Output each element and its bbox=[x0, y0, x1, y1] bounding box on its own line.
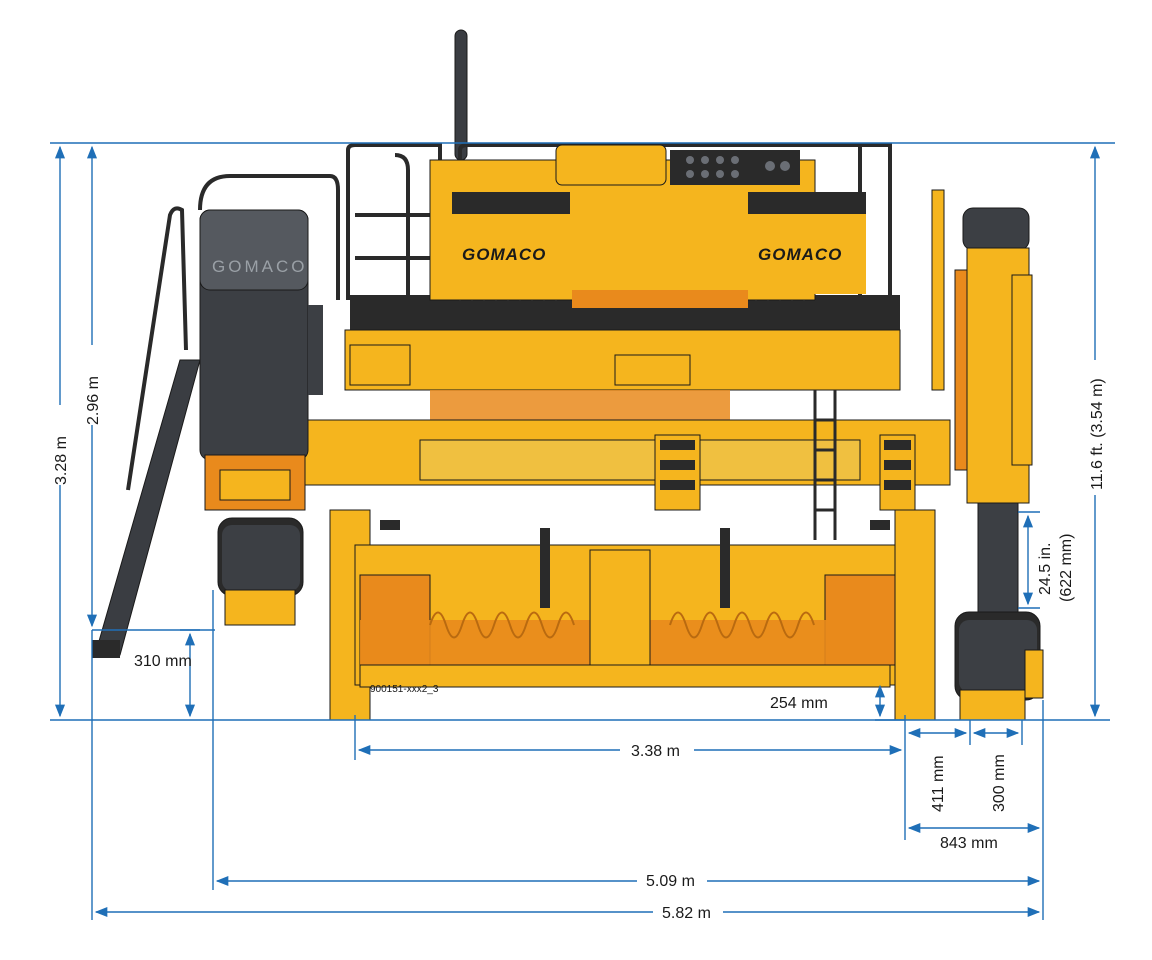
brand-label-right: GOMACO bbox=[758, 245, 842, 264]
track-width-label: 300 mm bbox=[991, 754, 1008, 812]
left-leg: GOMACO bbox=[199, 209, 323, 626]
height-ft-label: 11.6 ft. (3.54 m) bbox=[1089, 378, 1106, 490]
hopper-label: GOMACO bbox=[212, 257, 307, 276]
ground-clearance-label: 254 mm bbox=[770, 695, 828, 712]
leg-travel-label: 24.5 in. bbox=[1037, 543, 1054, 595]
leg-travel-mm-label: (622 mm) bbox=[1058, 534, 1075, 602]
dimension-labels: 3.28 m 2.96 m 310 mm 11.6 ft. (3.54 m) 2… bbox=[52, 345, 1106, 922]
overall-width-label: 5.82 m bbox=[662, 905, 711, 922]
right-leg bbox=[931, 189, 1044, 721]
mold-assembly: 900151-xxx2_3 bbox=[329, 509, 936, 721]
ladder-clearance-label: 310 mm bbox=[134, 653, 192, 670]
main-frame bbox=[299, 329, 951, 540]
offset-a-label: 411 mm bbox=[930, 755, 947, 812]
engine-housing: GOMACO GOMACO bbox=[350, 144, 900, 330]
drawing-reference-code: 900151-xxx2_3 bbox=[370, 684, 439, 695]
track-span-label: 5.09 m bbox=[646, 873, 695, 890]
access-ladder bbox=[92, 206, 201, 658]
mold-width-label: 3.38 m bbox=[631, 743, 680, 760]
paver-illustration: GOMACO GOMACO bbox=[92, 29, 1044, 721]
exhaust-stack bbox=[454, 29, 468, 161]
overall-height-label: 3.28 m bbox=[53, 436, 70, 485]
brand-label-left: GOMACO bbox=[462, 245, 546, 264]
offset-total-label: 843 mm bbox=[940, 835, 998, 852]
platform-height-label: 2.96 m bbox=[85, 376, 102, 425]
